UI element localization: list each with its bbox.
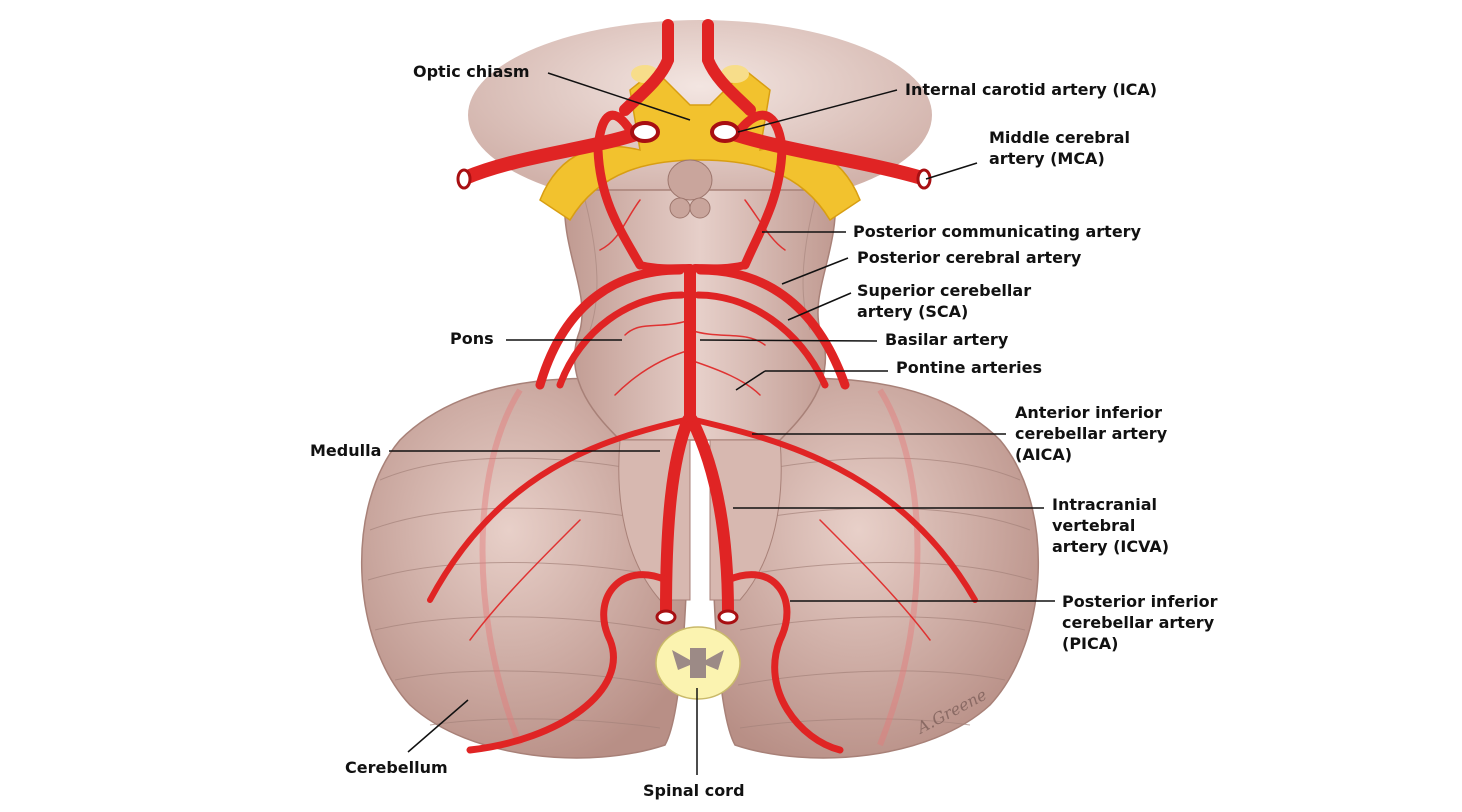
arterial-tree bbox=[427, 19, 978, 754]
label-posterior-communicating-artery: Posterior communicating artery bbox=[853, 222, 1141, 241]
cerebellum bbox=[361, 377, 1039, 759]
label-cerebellum: Cerebellum bbox=[345, 758, 448, 777]
label-pontine-arteries: Pontine arteries bbox=[896, 358, 1042, 377]
optic-chiasm-shape bbox=[539, 65, 861, 222]
cut-artery-ends bbox=[456, 121, 932, 625]
label-medulla: Medulla bbox=[310, 441, 382, 460]
label-optic-chiasm: Optic chiasm bbox=[413, 62, 530, 81]
label-basilar-artery: Basilar artery bbox=[885, 330, 1009, 349]
label-spinal-cord: Spinal cord bbox=[643, 781, 745, 800]
mammillary-bodies bbox=[667, 159, 713, 219]
label-pons: Pons bbox=[450, 329, 494, 348]
label-posterior-cerebral-artery: Posterior cerebral artery bbox=[857, 248, 1082, 267]
leader-lines bbox=[389, 72, 1055, 775]
label-internal-carotid-artery: Internal carotid artery (ICA) bbox=[905, 80, 1158, 99]
spinal-cord-section bbox=[655, 626, 741, 700]
